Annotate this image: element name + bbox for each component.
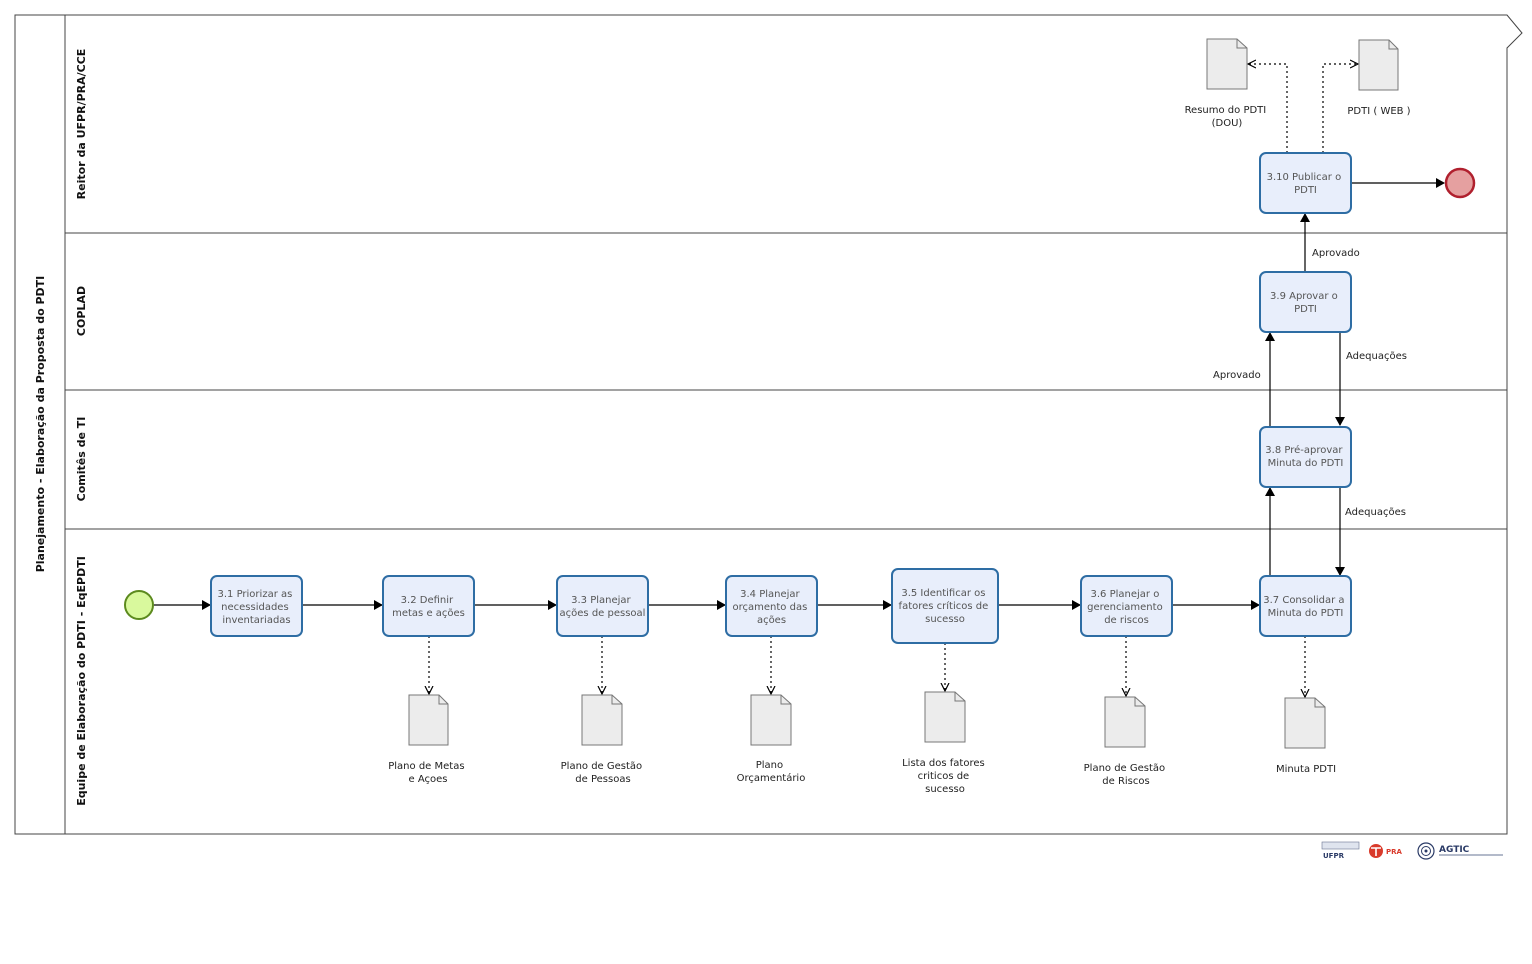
document-plano-riscos[interactable]: Plano de Gestão de Riscos [1084, 696, 1169, 787]
task-3-7-label: 3.7 Consolidar a Minuta do PDTI [1263, 595, 1348, 619]
task-3-7[interactable]: 3.7 Consolidar a Minuta do PDTI [1259, 575, 1352, 637]
task-3-4[interactable]: 3.4 Planejar orçamento das ações [725, 575, 818, 637]
task-3-5-label: 3.5 Identificar os fatores críticos de s… [899, 588, 992, 625]
document-plano-pessoas-label: Plano de Gestão de Pessoas [561, 761, 646, 785]
task-3-3[interactable]: 3.3 Planejar ações de pessoal [556, 575, 649, 637]
end-event[interactable] [1444, 167, 1476, 199]
document-plano-riscos-label: Plano de Gestão de Riscos [1084, 763, 1169, 787]
label-adequacoes-upper: Adequações [1346, 351, 1407, 362]
label-aprovado-lower: Aprovado [1213, 370, 1261, 381]
task-3-10-label: 3.10 Publicar o PDTI [1267, 172, 1345, 196]
data-associations [429, 64, 1358, 697]
task-3-8-label: 3.8 Pré-aprovar Minuta do PDTI [1265, 444, 1345, 469]
document-resumo-dou-label: Resumo do PDTI (DOU) [1185, 105, 1270, 129]
document-lista-fatores[interactable]: Lista dos fatores criticos de sucesso [902, 691, 988, 795]
task-3-6[interactable]: 3.6 Planejar o gerenciamento de riscos [1080, 575, 1173, 637]
task-3-10[interactable]: 3.10 Publicar o PDTI [1259, 152, 1352, 214]
task-3-2-label: 3.2 Definir metas e ações [392, 595, 465, 619]
lane-label-reitor: Reitor da UFPR/PRA/CCE [75, 49, 88, 200]
document-plano-pessoas[interactable]: Plano de Gestão de Pessoas [561, 694, 646, 785]
document-plano-metas-label: Plano de Metas e Açoes [388, 761, 467, 785]
agtic-logo-text: AGTIC [1439, 845, 1470, 855]
lane-label-equipe: Equipe de Elaboração do PDTI - EqEPDTI [75, 556, 88, 806]
task-3-5[interactable]: 3.5 Identificar os fatores críticos de s… [891, 568, 999, 644]
document-pdti-web-label: PDTI ( WEB ) [1347, 106, 1410, 117]
pra-logo: PRA [1369, 844, 1403, 858]
document-plano-orcamentario-label: Plano Orçamentário [737, 760, 806, 784]
document-lista-fatores-label: Lista dos fatores criticos de sucesso [902, 758, 988, 795]
label-adequacoes-lower: Adequações [1345, 507, 1406, 518]
sequence-flows [154, 178, 1445, 610]
association-3-10-dou [1248, 64, 1288, 153]
agtic-logo: AGTIC [1417, 842, 1503, 860]
task-3-3-label: 3.3 Planejar ações de pessoal [560, 595, 646, 619]
task-3-2[interactable]: 3.2 Definir metas e ações [382, 575, 475, 637]
task-3-9-label: 3.9 Aprovar o PDTI [1270, 291, 1341, 315]
document-plano-orcamentario[interactable]: Plano Orçamentário [737, 694, 806, 784]
document-minuta-pdti[interactable]: Minuta PDTI [1276, 697, 1336, 775]
task-3-4-label: 3.4 Planejar orçamento das ações [733, 589, 811, 626]
task-3-8[interactable]: 3.8 Pré-aprovar Minuta do PDTI [1259, 426, 1352, 488]
task-3-1[interactable]: 3.1 Priorizar as necessidades inventaria… [210, 575, 303, 637]
lane-label-coplad: COPLAD [75, 286, 88, 336]
ufpr-logo-text: UFPR [1323, 852, 1345, 860]
document-minuta-pdti-label: Minuta PDTI [1276, 764, 1336, 775]
task-3-1-label: 3.1 Priorizar as necessidades inventaria… [217, 589, 295, 626]
lane-label-comites: Comitês de TI [75, 417, 88, 502]
document-resumo-dou[interactable]: Resumo do PDTI (DOU) [1185, 38, 1270, 129]
pool-title: Planejamento - Elaboração da Proposta do… [34, 276, 47, 573]
ufpr-logo: UFPR [1321, 841, 1360, 860]
start-event[interactable] [124, 590, 154, 620]
document-pdti-web[interactable]: PDTI ( WEB ) [1347, 39, 1411, 117]
document-plano-metas[interactable]: Plano de Metas e Açoes [388, 694, 467, 785]
task-3-9[interactable]: 3.9 Aprovar o PDTI [1259, 271, 1352, 333]
pra-logo-text: PRA [1386, 848, 1403, 856]
label-aprovado-upper: Aprovado [1312, 248, 1360, 259]
task-3-6-label: 3.6 Planejar o gerenciamento de riscos [1087, 589, 1166, 626]
